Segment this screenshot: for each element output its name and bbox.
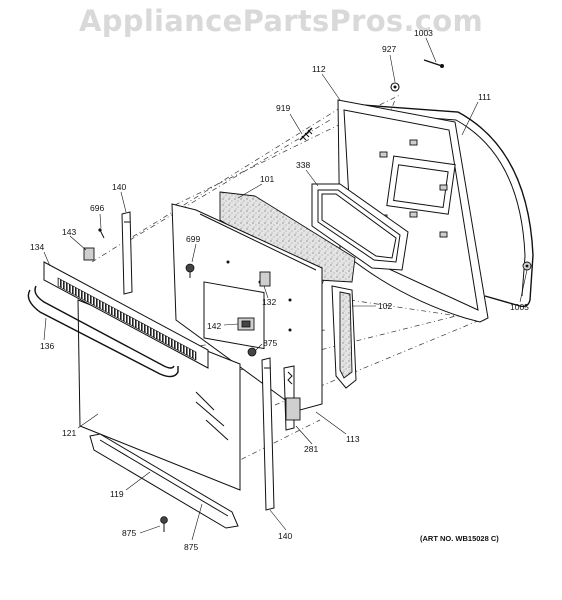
callout-102: 102 <box>378 301 392 311</box>
grommet-927[interactable] <box>390 82 400 92</box>
callout-140-bottom: 140 <box>278 531 292 541</box>
callout-101: 101 <box>260 174 274 184</box>
callout-111: 111 <box>478 92 491 102</box>
door-liner-113[interactable] <box>171 203 323 411</box>
callout-labels: 1003 927 112 111 919 338 101 140 696 143… <box>30 28 529 552</box>
callout-875-mid: 875 <box>263 338 277 348</box>
screw-699[interactable] <box>185 263 195 278</box>
vent-trim-134[interactable] <box>43 261 209 369</box>
spring-919[interactable] <box>299 127 313 141</box>
hinge-pin-1003[interactable] <box>423 59 444 68</box>
callout-140-top: 140 <box>112 182 126 192</box>
bottom-trim-119[interactable] <box>89 433 239 529</box>
screw-875-mid[interactable] <box>247 347 257 357</box>
callout-1003: 1003 <box>414 28 433 38</box>
lock-142[interactable] <box>237 317 255 331</box>
insulation-101[interactable] <box>219 191 356 283</box>
hinge-bracket-281[interactable] <box>283 365 301 431</box>
callout-281: 281 <box>304 444 318 454</box>
art-number: (ART NO. WB15028 C) <box>420 534 499 543</box>
callout-132: 132 <box>262 297 276 307</box>
screw-696[interactable] <box>98 228 105 239</box>
callout-699: 699 <box>186 234 200 244</box>
callout-143: 143 <box>62 227 76 237</box>
callout-142: 142 <box>207 321 221 331</box>
door-handle-136[interactable] <box>27 285 179 378</box>
door-switch-132[interactable] <box>259 271 271 287</box>
door-side-trim-140-bottom[interactable] <box>261 357 275 511</box>
callout-1005: 1005 <box>510 302 529 312</box>
channel-102[interactable] <box>331 285 357 389</box>
callout-113: 113 <box>346 434 360 444</box>
watermark: AppliancePartsPros.com <box>78 4 484 38</box>
stop-1005[interactable] <box>522 261 532 271</box>
callout-696: 696 <box>90 203 104 213</box>
callout-875-left: 875 <box>122 528 136 538</box>
callout-134: 134 <box>30 242 44 252</box>
inner-window-338[interactable] <box>311 183 409 271</box>
door-gasket-111[interactable] <box>347 103 534 308</box>
callout-119: 119 <box>110 489 124 499</box>
callout-919: 919 <box>276 103 290 113</box>
callout-338: 338 <box>296 160 310 170</box>
bracket-143[interactable] <box>83 247 95 261</box>
callout-875-bottom: 875 <box>184 542 198 552</box>
callout-112: 112 <box>312 64 326 74</box>
callout-136: 136 <box>40 341 54 351</box>
callout-leader-lines <box>43 37 528 541</box>
callout-927: 927 <box>382 44 396 54</box>
callout-121: 121 <box>62 428 76 438</box>
screw-875-left[interactable] <box>160 516 168 532</box>
door-side-trim-140-top[interactable] <box>121 211 133 295</box>
